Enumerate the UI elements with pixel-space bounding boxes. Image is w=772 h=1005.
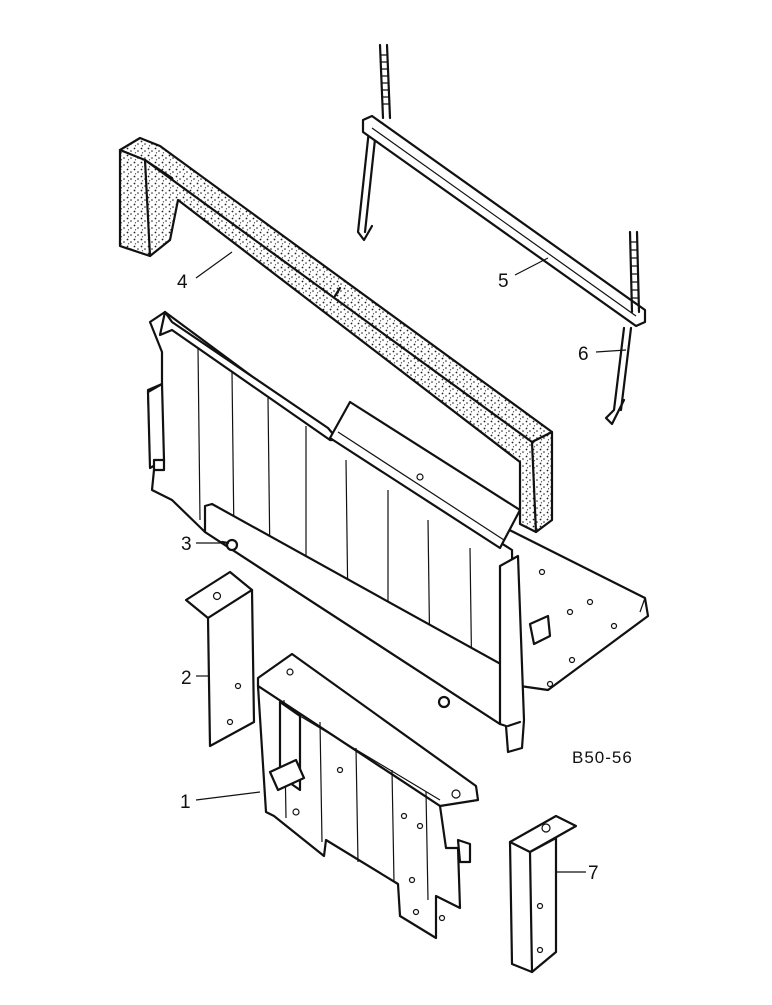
callout-7: 7 <box>588 863 599 884</box>
callout-6: 6 <box>578 344 589 365</box>
callout-4: 4 <box>177 272 188 293</box>
callout-1: 1 <box>180 792 191 813</box>
part-7-bracket <box>508 814 578 974</box>
callout-2: 2 <box>181 668 192 689</box>
part-5-crossbar <box>356 43 647 426</box>
callout-3: 3 <box>181 534 192 555</box>
part-2-bracket <box>184 570 256 748</box>
part-1-side-plate <box>256 652 480 940</box>
figure-code: B50-56 <box>572 748 633 767</box>
part-4-foam-seal <box>118 136 554 534</box>
callout-5: 5 <box>498 271 509 292</box>
leader-lines <box>195 251 627 873</box>
shroud-body <box>146 310 650 754</box>
